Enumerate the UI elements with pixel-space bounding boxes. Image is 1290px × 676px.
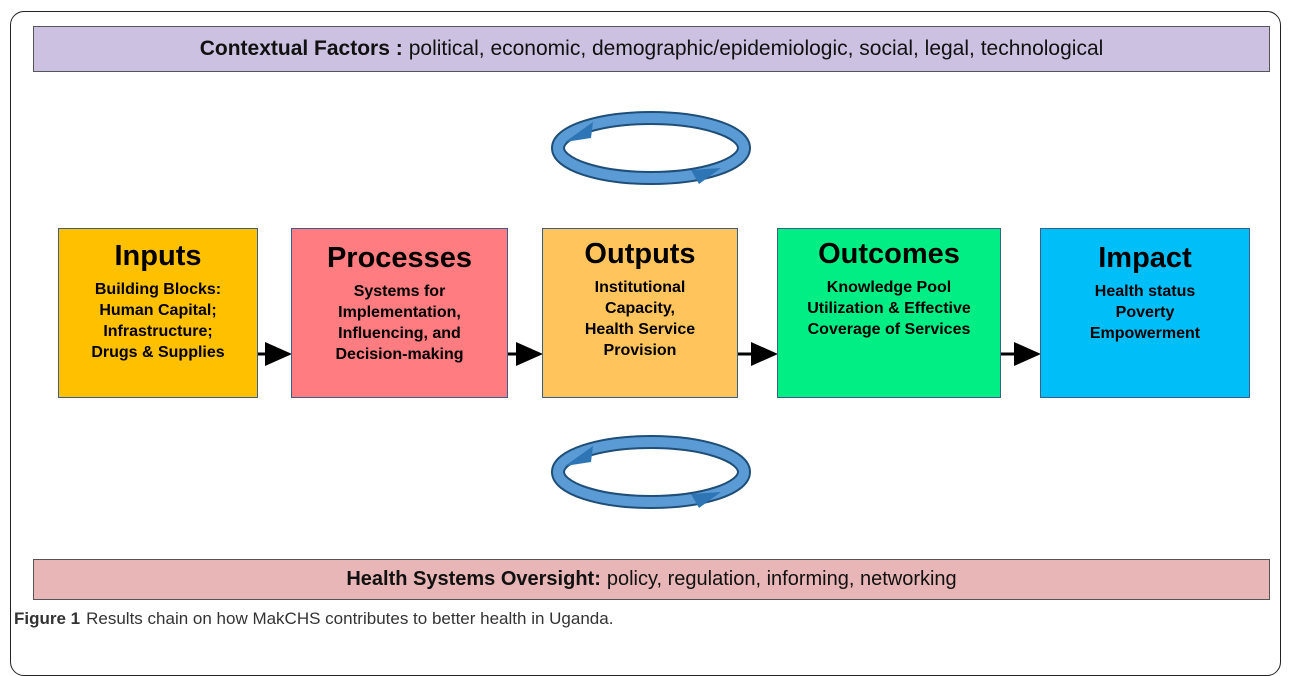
- stage-line: Drugs & Supplies: [91, 344, 225, 361]
- contextual-factors-heading: Contextual Factors :: [199, 37, 403, 60]
- stage-title: Outcomes: [818, 238, 960, 270]
- stage-line: Empowerment: [1089, 325, 1201, 342]
- figure-caption-text: Results chain on how MakCHS contributes …: [86, 609, 614, 628]
- stage-line: Coverage of Services: [807, 321, 971, 338]
- stage-title: Impact: [1098, 242, 1192, 274]
- figure-label: Figure 1: [14, 609, 81, 628]
- stage-line: Health Service: [584, 321, 696, 338]
- stage-processes: Processes Systems for Implementation, In…: [291, 228, 508, 398]
- figure-caption: Figure 1 Results chain on how MakCHS cont…: [14, 609, 613, 629]
- health-systems-oversight-band: Health Systems Oversight: policy, regula…: [33, 559, 1270, 600]
- contextual-factors-text: political, economic, demographic/epidemi…: [408, 37, 1104, 60]
- stage-inputs: Inputs Building Blocks: Human Capital; I…: [58, 228, 258, 398]
- stage-line: Knowledge Pool: [826, 279, 952, 296]
- stage-line: Capacity,: [605, 300, 675, 317]
- stage-title: Outputs: [584, 238, 696, 270]
- stage-line: Implementation,: [338, 304, 461, 321]
- stage-line: Building Blocks:: [94, 281, 222, 298]
- stage-line: Poverty: [1115, 304, 1175, 321]
- oversight-heading: Health Systems Oversight:: [346, 568, 601, 590]
- stage-outcomes: Outcomes Knowledge Pool Utilization & Ef…: [777, 228, 1001, 398]
- stage-line: Human Capital;: [99, 302, 217, 319]
- stage-line: Infrastructure;: [103, 323, 213, 340]
- stage-line: Utilization & Effective: [807, 300, 971, 317]
- stage-line: Health status: [1094, 283, 1196, 300]
- stage-line: Decision-making: [335, 346, 464, 363]
- stage-title: Inputs: [114, 240, 202, 272]
- stage-line: Institutional: [594, 279, 686, 296]
- stage-outputs: Outputs Institutional Capacity, Health S…: [542, 228, 738, 398]
- contextual-factors-band: Contextual Factors : political, economic…: [33, 26, 1270, 72]
- stage-line: Influencing, and: [338, 325, 461, 342]
- stage-impact: Impact Health status Poverty Empowerment: [1040, 228, 1250, 398]
- stage-line: Provision: [603, 342, 677, 359]
- stage-line: Systems for: [353, 283, 446, 300]
- oversight-text: policy, regulation, informing, networkin…: [606, 568, 957, 590]
- stage-title: Processes: [326, 242, 473, 274]
